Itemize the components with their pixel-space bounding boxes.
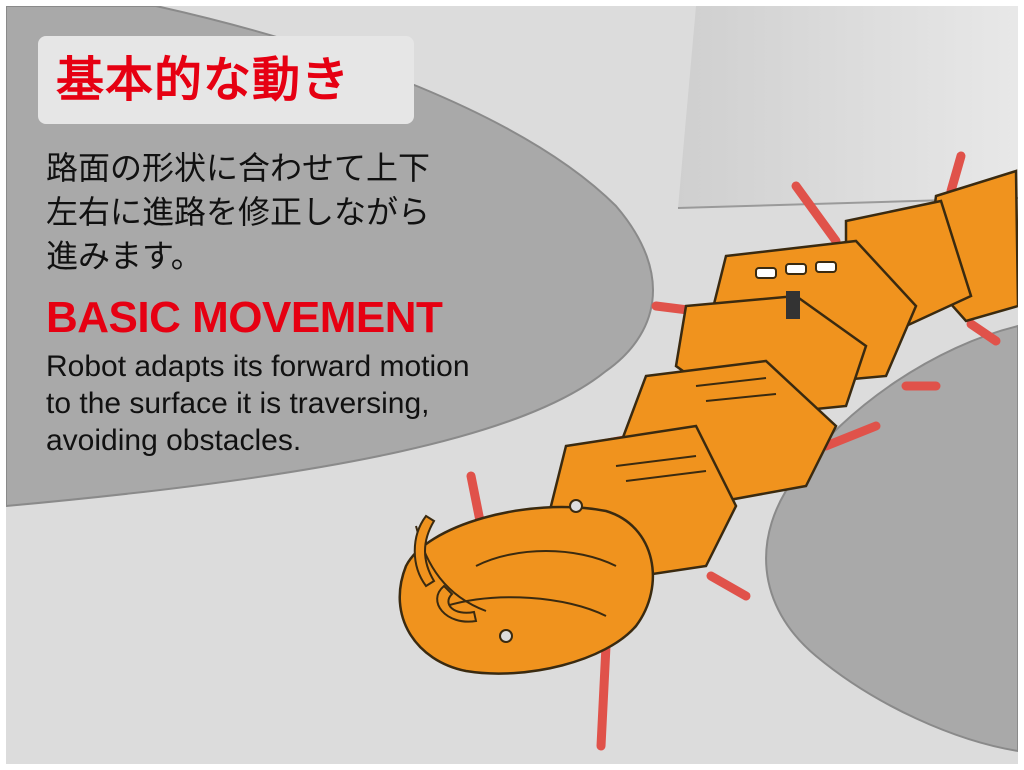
robot-antennae (413, 514, 478, 623)
right-rock (765, 324, 1018, 753)
description-jp-line: 進みます。 (46, 237, 203, 275)
description-en: Robot adapts its forward motion to the s… (46, 348, 576, 459)
robot-body (398, 169, 1018, 675)
robot-details (415, 261, 837, 643)
robot-head (398, 505, 655, 675)
description-en-line: avoiding obstacles. (46, 424, 302, 457)
scene-illustration (6, 6, 1018, 764)
illustration-frame: 基本的な動き 路面の形状に合わせて上下 左右に進路を修正しながら 進みます。 B… (6, 6, 1018, 764)
power-switch (786, 291, 800, 319)
description-jp-line: 路面の形状に合わせて上下 (46, 149, 431, 187)
description-en-line: Robot adapts its forward motion (46, 350, 470, 383)
description-jp-line: 左右に進路を修正しながら (46, 193, 431, 231)
back-slab (678, 6, 1018, 208)
page-title-en: BASIC MOVEMENT (46, 293, 443, 342)
description-en-line: to the surface it is traversing, (46, 387, 430, 420)
description-jp: 路面の形状に合わせて上下 左右に進路を修正しながら 進みます。 (46, 146, 516, 278)
title-background (38, 36, 414, 124)
page-title-jp: 基本的な動き (56, 52, 351, 108)
